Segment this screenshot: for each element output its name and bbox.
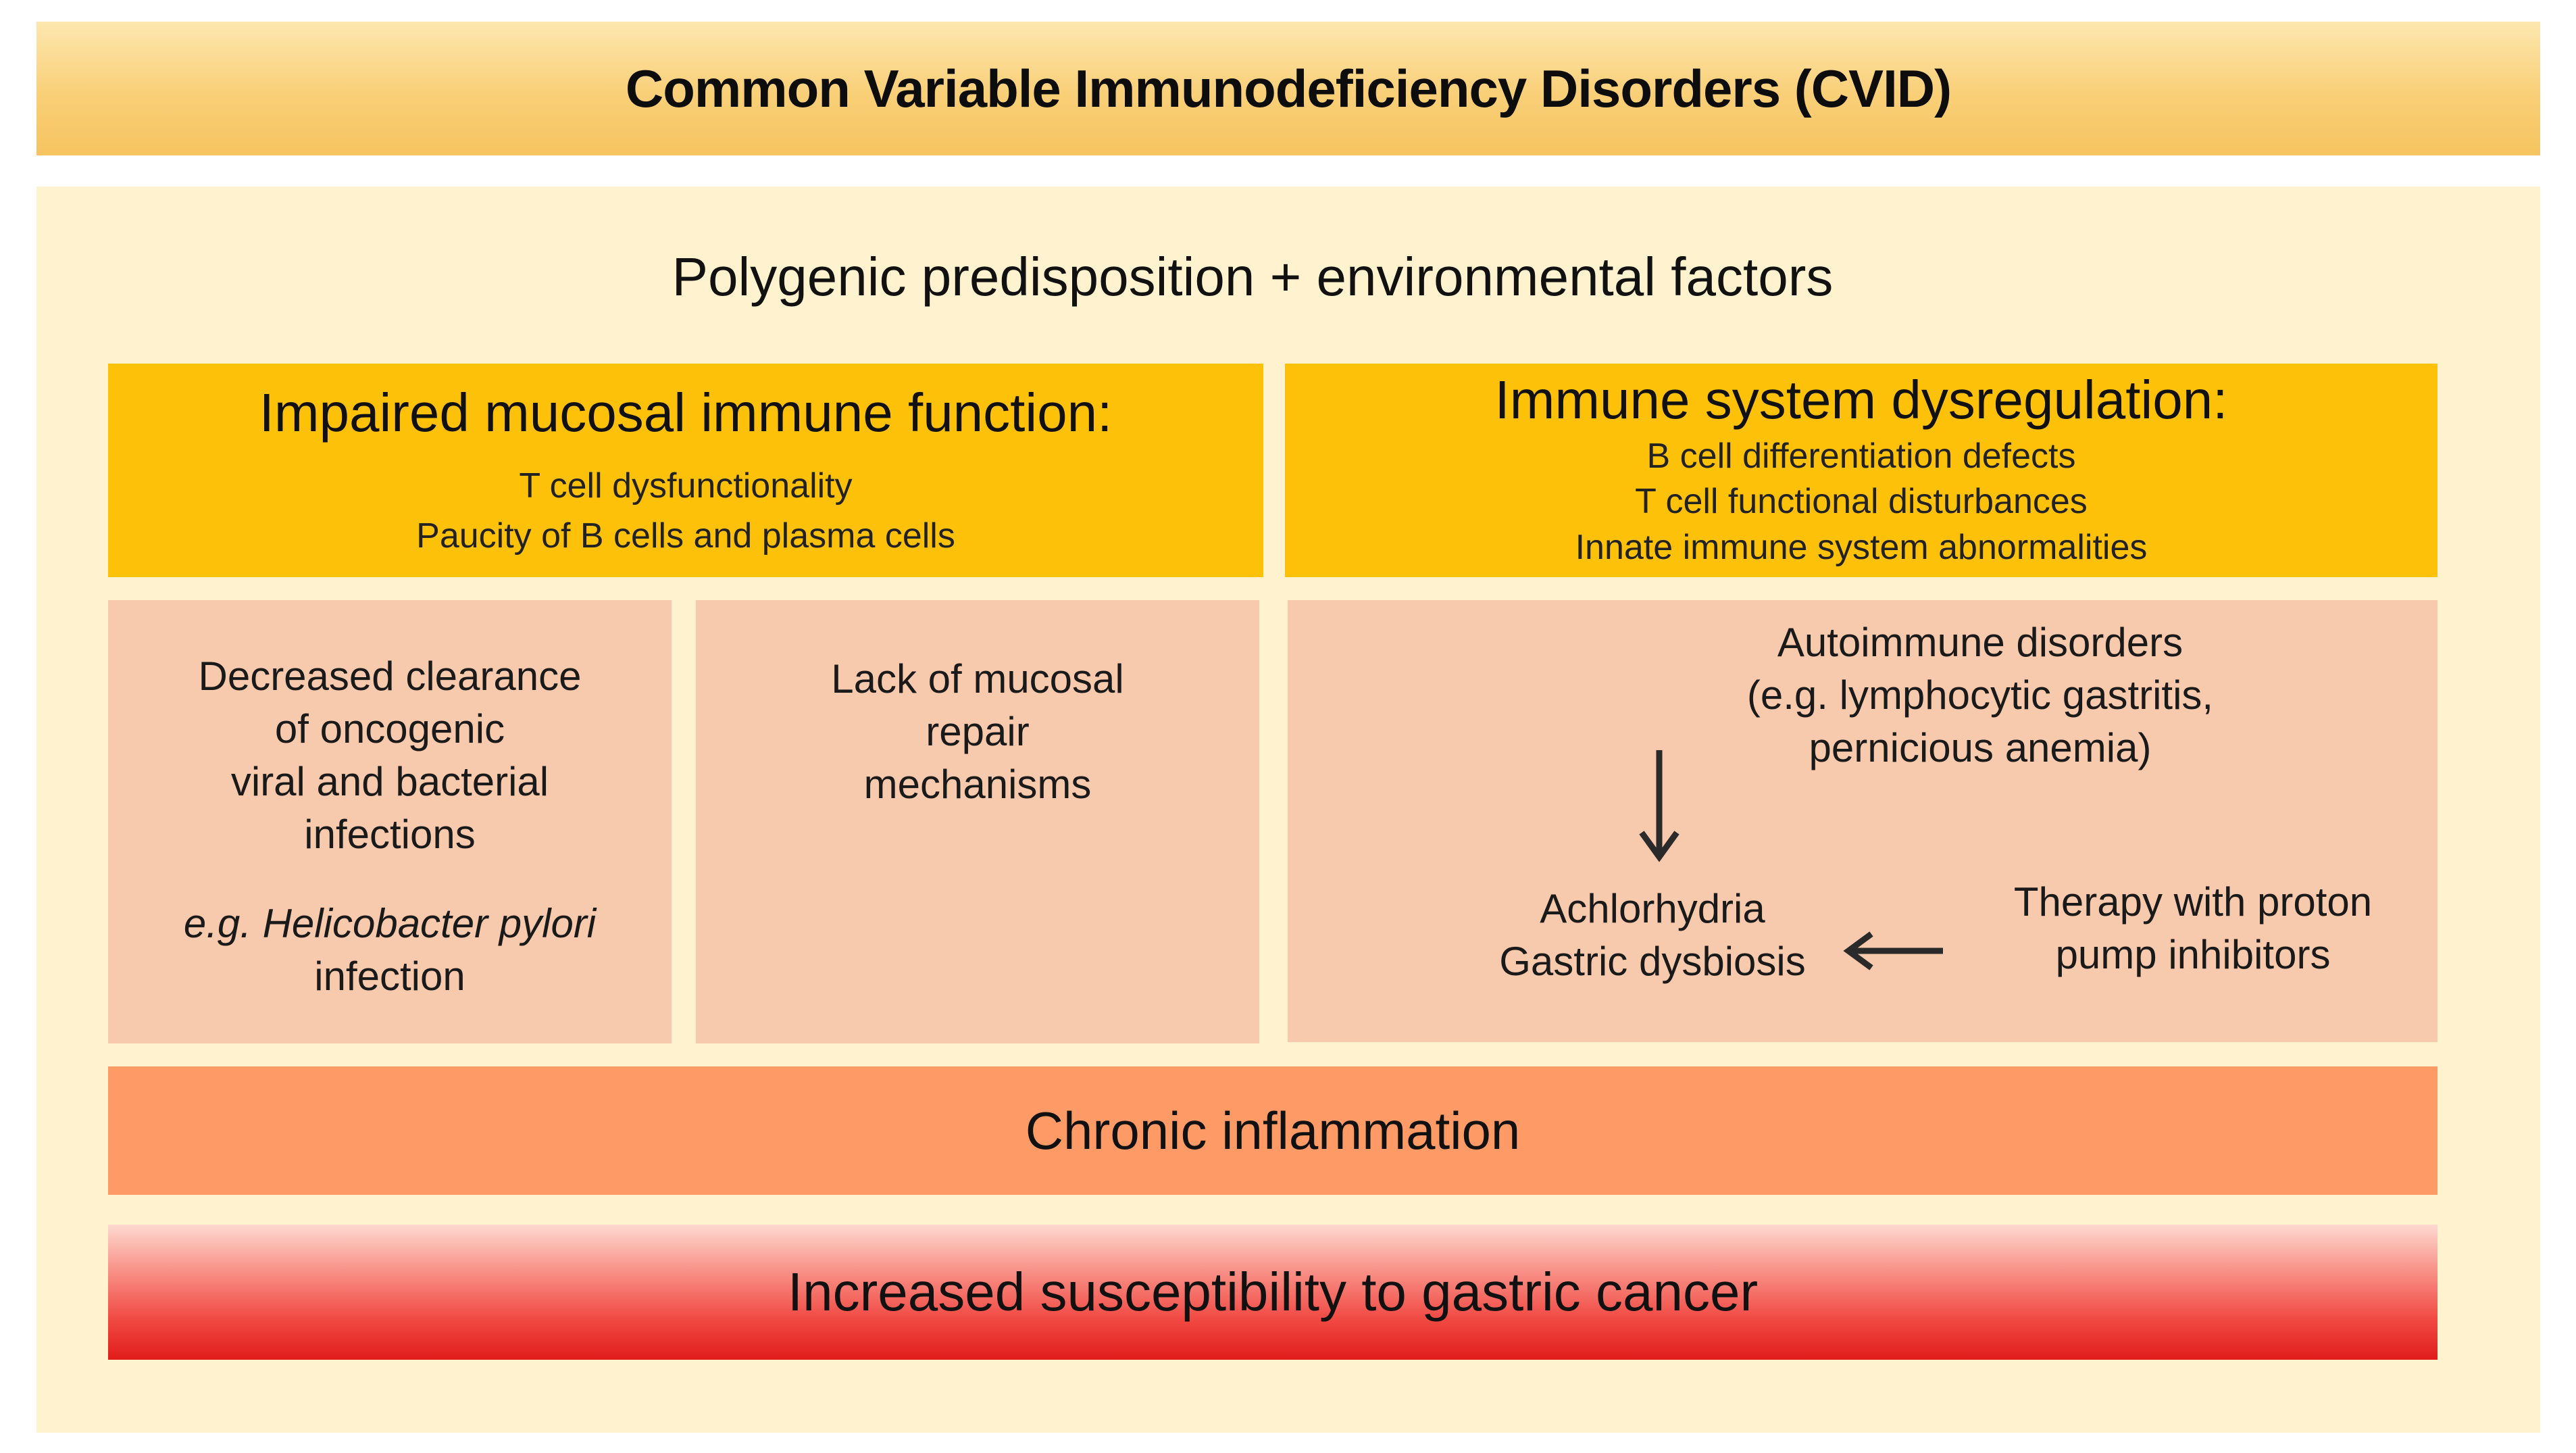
autoimmune-line: Autoimmune disorders xyxy=(1777,620,2183,665)
down-arrow-icon xyxy=(1639,750,1680,862)
therapy-line: pump inhibitors xyxy=(2055,932,2331,977)
gastric-cancer-box: Increased susceptibility to gastric canc… xyxy=(108,1225,2438,1360)
infections-box: Decreased clearance of oncogenic viral a… xyxy=(108,600,672,1043)
infections-line: Decreased clearance xyxy=(198,654,582,699)
achlorhydria-line: Gastric dysbiosis xyxy=(1499,939,1806,984)
mucosal-repair-box: Lack of mucosal repair mechanisms xyxy=(696,600,1259,1043)
mucosal-repair-line: repair xyxy=(926,709,1030,754)
infections-line: infections xyxy=(304,812,476,857)
mucosal-repair-line: Lack of mucosal xyxy=(831,656,1124,701)
infections-example-suffix: infection xyxy=(314,954,465,999)
infections-line: of oncogenic xyxy=(274,706,505,752)
infections-line: viral and bacterial xyxy=(230,759,549,804)
therapy-line: Therapy with proton xyxy=(2013,879,2373,925)
gastric-cancer-label: Increased susceptibility to gastric canc… xyxy=(787,1262,1759,1322)
subtitle: Polygenic predisposition + environmental… xyxy=(672,247,1834,307)
chronic-inflammation-box: Chronic inflammation xyxy=(108,1066,2438,1195)
immune-dysregulation-line: Innate immune system abnormalities xyxy=(1575,527,2148,567)
impaired-mucosal-line: Paucity of B cells and plasma cells xyxy=(416,516,955,556)
mucosal-repair-line: mechanisms xyxy=(863,762,1092,807)
autoimmune-line: pernicious anemia) xyxy=(1809,725,2152,770)
title-banner: Common Variable Immunodeficiency Disorde… xyxy=(36,22,2540,155)
immune-dysregulation-title: Immune system dysregulation: xyxy=(1494,369,2228,430)
immune-dysregulation-box: Immune system dysregulation: B cell diff… xyxy=(1285,364,2438,577)
chronic-inflammation-label: Chronic inflammation xyxy=(1025,1100,1521,1160)
immune-dysregulation-line: T cell functional disturbances xyxy=(1635,482,2088,522)
infections-example: e.g. Helicobacter pylori xyxy=(183,901,597,946)
achlorhydria-line: Achlorhydria xyxy=(1540,886,1765,931)
impaired-mucosal-line: T cell dysfunctionality xyxy=(519,466,853,506)
left-arrow-icon xyxy=(1843,931,1943,970)
diagram-title: Common Variable Immunodeficiency Disorde… xyxy=(625,58,1952,118)
impaired-mucosal-box: Impaired mucosal immune function: T cell… xyxy=(108,364,1263,577)
immune-dysregulation-line: B cell differentiation defects xyxy=(1646,436,2076,476)
impaired-mucosal-title: Impaired mucosal immune function: xyxy=(259,383,1113,443)
autoimmune-line: (e.g. lymphocytic gastritis, xyxy=(1746,672,2214,718)
autoimmune-box: Autoimmune disorders (e.g. lymphocytic g… xyxy=(1288,600,2438,1042)
